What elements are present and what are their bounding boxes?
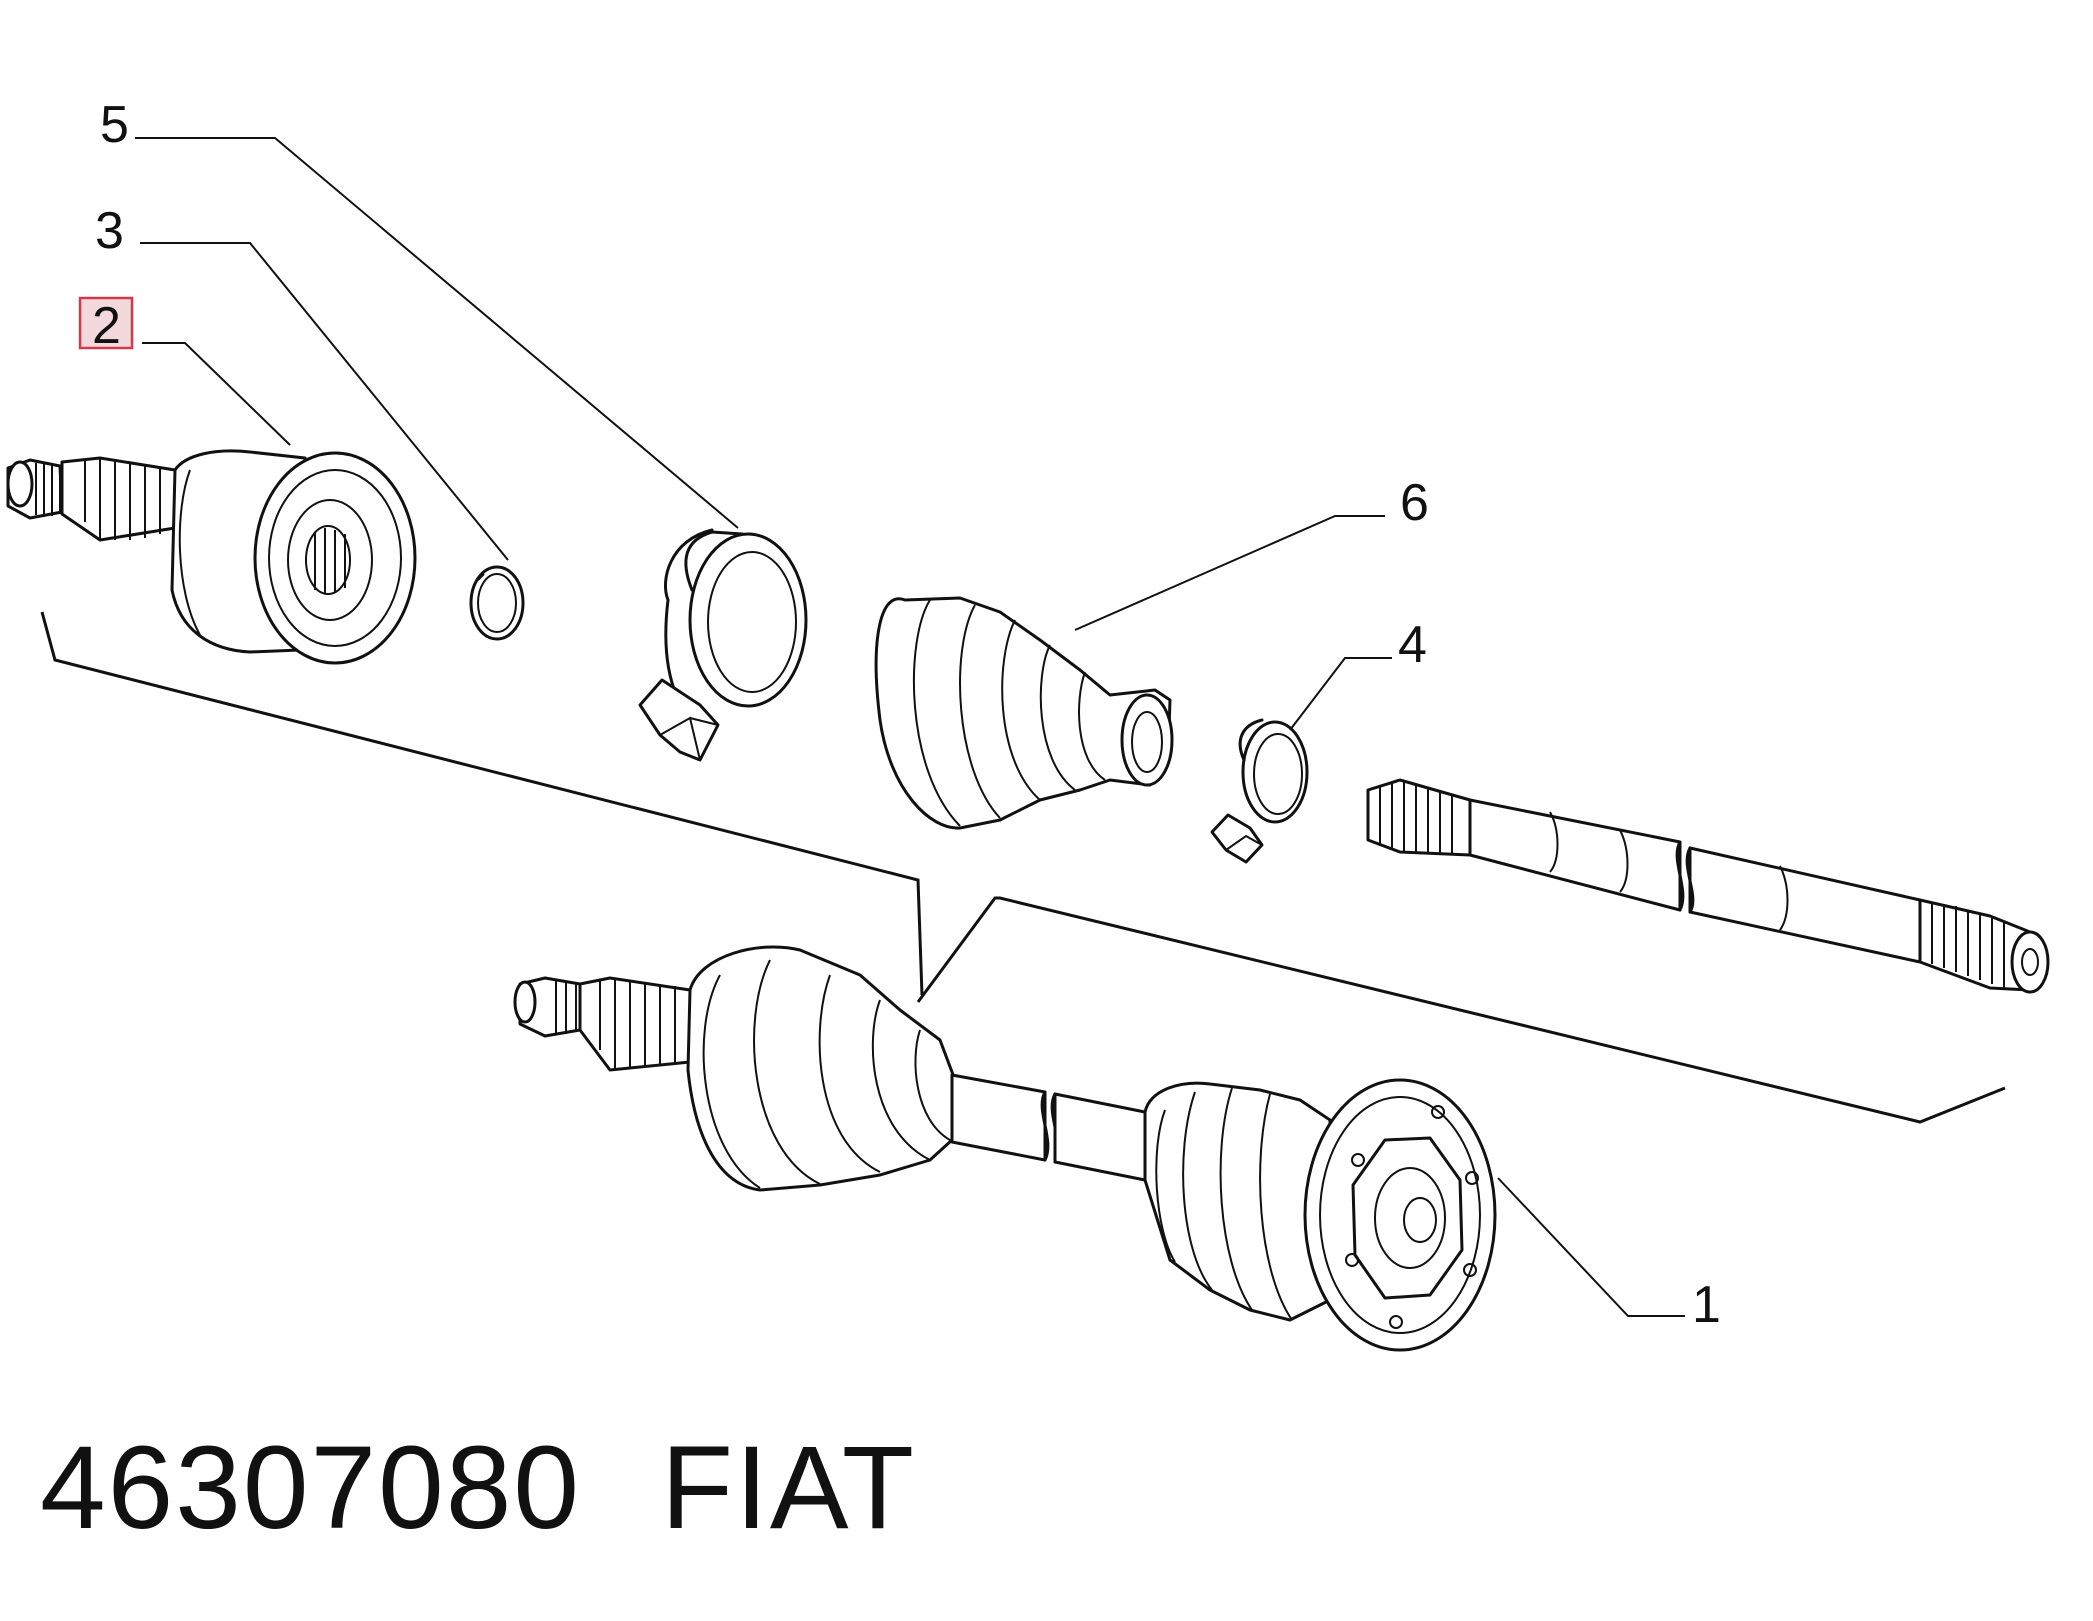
- part-1-driveshaft-assembly[interactable]: [513, 945, 1497, 1352]
- footer-caption: 46307080 FIAT: [40, 1420, 916, 1556]
- callout-6[interactable]: 6: [1400, 474, 1429, 532]
- assembly-bracket-right: [916, 896, 2006, 1124]
- callout-4[interactable]: 4: [1398, 616, 1427, 674]
- part-number: 46307080: [40, 1422, 582, 1554]
- drive-shaft[interactable]: [1366, 778, 2050, 994]
- callout-2: 2: [92, 297, 121, 355]
- assembly-bracket: [40, 611, 924, 996]
- leader-1: [1497, 1177, 1685, 1317]
- part-4-small-clamp[interactable]: [1210, 718, 1309, 864]
- callout-3[interactable]: 3: [95, 202, 124, 260]
- callout-5[interactable]: 5: [100, 96, 129, 154]
- callout-2-box-border: [78, 296, 134, 350]
- part-2-outer-cv-joint[interactable]: [6, 449, 417, 665]
- part-5-large-clamp[interactable]: [638, 528, 808, 762]
- leader-2: [142, 342, 291, 446]
- brand-name: FIAT: [661, 1422, 916, 1554]
- part-3-circlip[interactable]: [469, 565, 525, 641]
- callout-2-box: [80, 298, 132, 348]
- part-6-boot[interactable]: [874, 596, 1174, 830]
- callout-1[interactable]: 1: [1692, 1276, 1721, 1334]
- callout-2-highlight[interactable]: 2: [78, 296, 134, 355]
- leader-5: [135, 137, 739, 529]
- leader-6: [1074, 515, 1385, 631]
- leader-4: [1289, 657, 1392, 731]
- leader-3: [140, 242, 509, 561]
